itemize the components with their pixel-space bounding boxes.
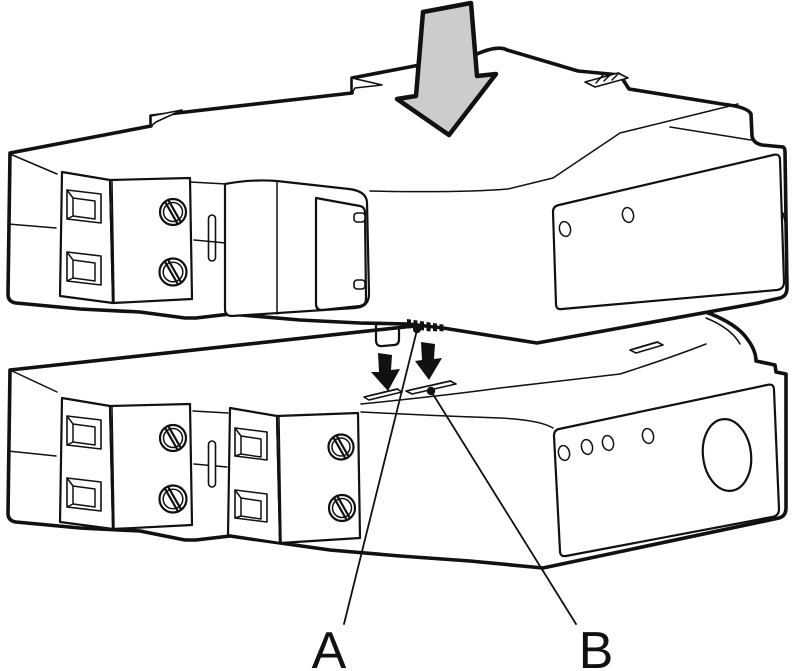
terminal-divider xyxy=(278,416,282,543)
upper-top-left-edge xyxy=(9,153,58,175)
panel-outline xyxy=(552,383,781,558)
lower-terminal-block-1 xyxy=(58,396,194,531)
slot-inner-line xyxy=(633,341,659,350)
terminal-screw xyxy=(327,493,357,523)
callout-a xyxy=(343,324,422,625)
align-arrow-left-icon xyxy=(371,353,400,391)
lower-front-panel xyxy=(552,383,781,558)
lower-vent-slot xyxy=(207,440,217,488)
wire-port-bevel xyxy=(66,415,96,446)
wire-port-bevel xyxy=(234,427,262,458)
leader-dot-b xyxy=(426,386,436,396)
leader-line-a xyxy=(343,329,418,625)
lower-module-body xyxy=(6,309,788,570)
buzzer-circle xyxy=(701,418,753,492)
upper-right-corner-edge xyxy=(669,126,752,141)
top-hatched-slot xyxy=(584,72,629,88)
wire-port-bevel xyxy=(66,189,96,220)
leader-dot-a xyxy=(412,324,422,334)
terminal-divider xyxy=(111,406,115,529)
upper-vent-slot xyxy=(207,214,217,262)
led-hole xyxy=(580,438,594,456)
lower-left-crease xyxy=(7,450,57,457)
cover-outline xyxy=(223,179,371,318)
terminal-divider xyxy=(111,180,115,303)
upper-front-panel xyxy=(551,153,786,311)
terminal-side xyxy=(275,411,362,545)
terminal-screw xyxy=(158,423,188,453)
panel-outline xyxy=(551,153,786,311)
slot-inner-line xyxy=(367,388,399,397)
bottom-hook xyxy=(374,323,401,348)
upper-left-crease xyxy=(7,223,57,229)
lower-top-left-edge xyxy=(9,369,58,393)
align-arrow-right-icon xyxy=(415,342,442,380)
terminal-screw xyxy=(327,433,355,461)
upper-terminal-block xyxy=(58,170,194,305)
cover-latch-notch xyxy=(353,279,366,290)
label-a: A xyxy=(312,622,347,671)
lower-module xyxy=(6,309,788,570)
led-hole xyxy=(558,220,572,238)
wire-port-bevel xyxy=(66,477,96,508)
press-down-arrow-icon xyxy=(394,0,499,138)
cover-latch-notch xyxy=(353,212,366,223)
wire-port-bevel xyxy=(66,251,96,282)
terminal-screw xyxy=(158,257,188,287)
upper-front-top-edge xyxy=(189,103,739,193)
din-clip-wedge xyxy=(150,109,183,127)
lower-clip-inner-line xyxy=(705,317,741,345)
upper-module-body xyxy=(6,46,789,345)
label-b: B xyxy=(579,622,614,671)
terminal-screw xyxy=(158,484,188,514)
cover-window xyxy=(314,196,368,312)
leader-line-b xyxy=(430,390,577,625)
slot-inner-line xyxy=(409,380,452,391)
align-arrows xyxy=(371,342,442,391)
upper-mid-crease xyxy=(193,239,227,244)
hinged-cover xyxy=(223,179,371,318)
led-hole xyxy=(641,427,655,445)
lower-terminal-block-2 xyxy=(226,406,362,545)
right-edge-tick xyxy=(782,212,786,223)
callout-b xyxy=(426,386,577,625)
led-hole xyxy=(557,444,571,462)
wire-port-bevel xyxy=(234,489,262,520)
led-hole xyxy=(621,206,635,224)
din-clip-wedge xyxy=(351,77,383,94)
terminal-side xyxy=(108,402,194,531)
upper-module xyxy=(6,46,789,348)
terminal-screw xyxy=(158,197,188,227)
led-hole xyxy=(601,434,615,452)
